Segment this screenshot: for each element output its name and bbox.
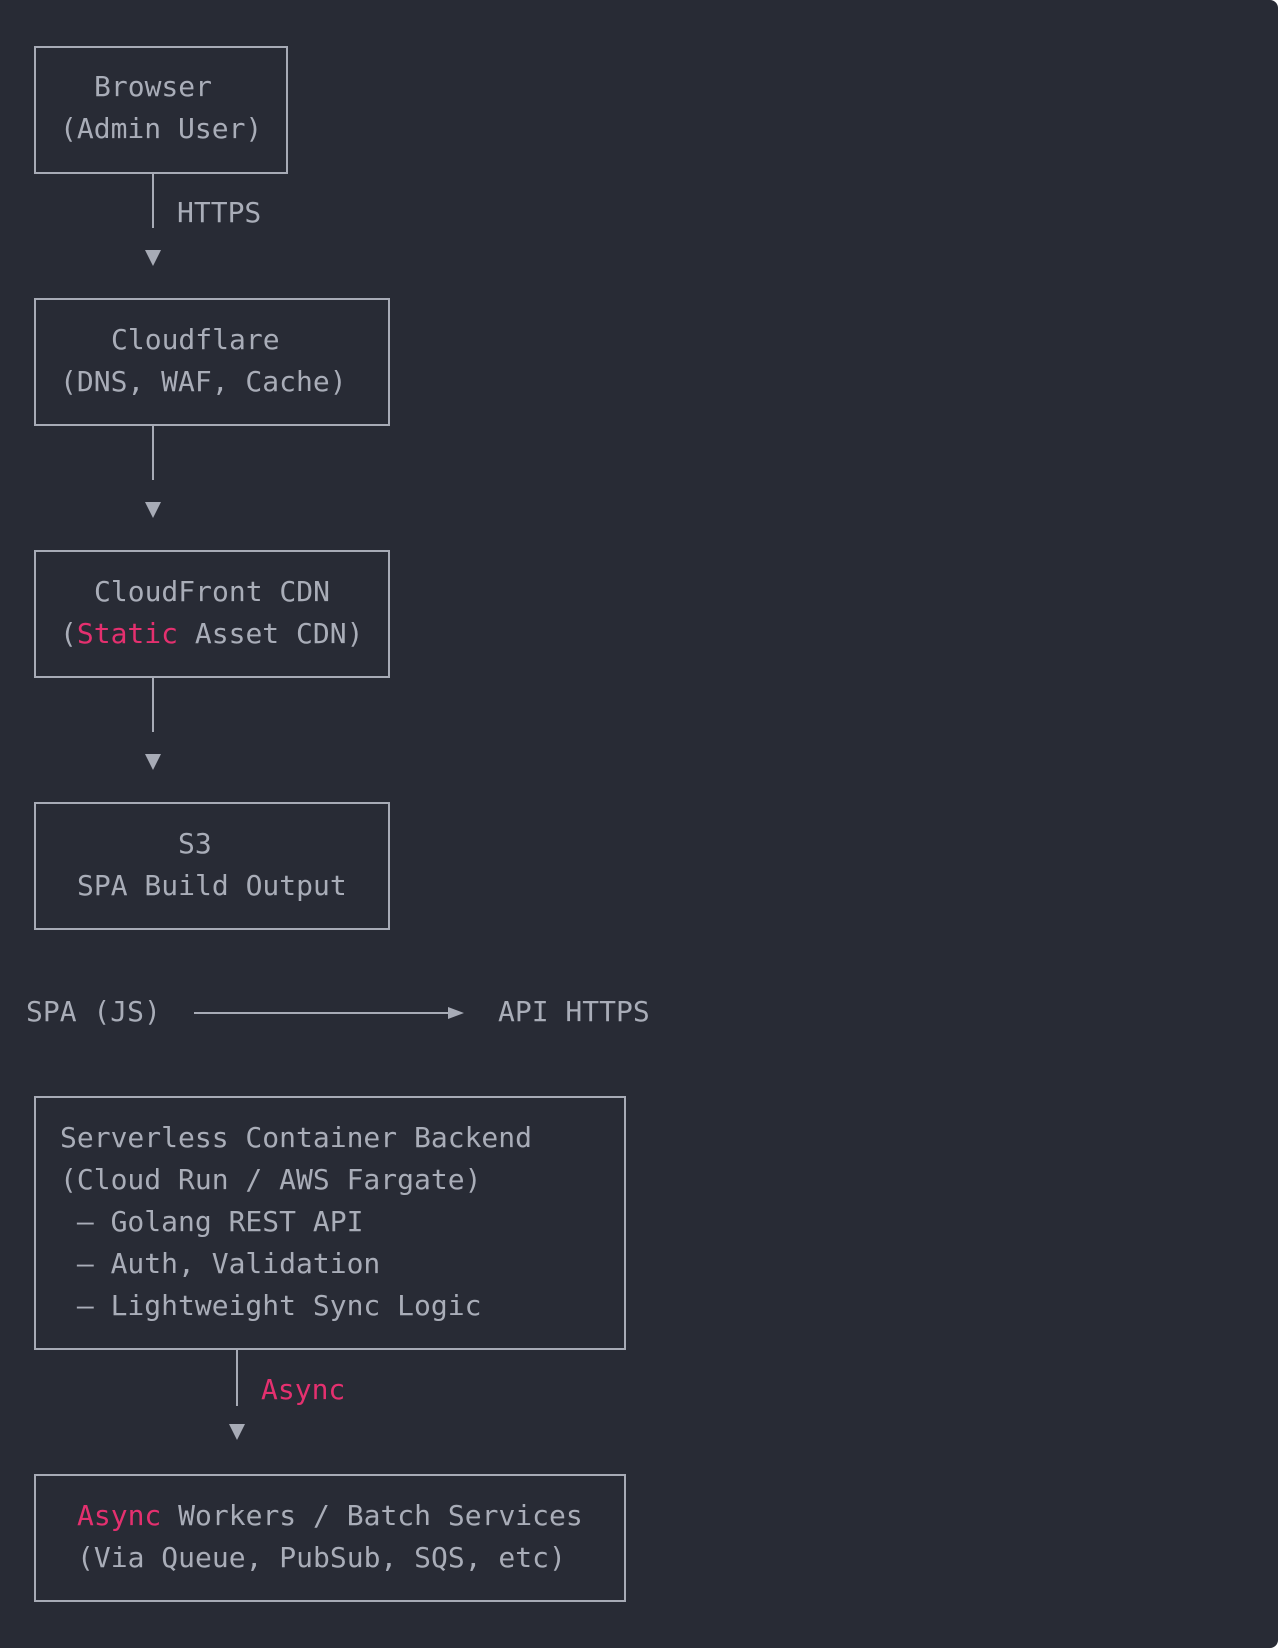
edge-label-async: Async	[261, 1373, 346, 1406]
backend-line-3: – Golang REST API	[60, 1205, 364, 1238]
backend-line-4: – Auth, Validation	[60, 1247, 381, 1280]
edge-cloudflare-cloudfront	[152, 426, 154, 480]
cloudflare-node	[34, 298, 390, 426]
browser-title: Browser	[94, 70, 213, 103]
cloudfront-subtitle: (Static Asset CDN)	[60, 617, 364, 650]
workers-line-1: Async Workers / Batch Services	[77, 1499, 583, 1532]
backend-line-5: – Lightweight Sync Logic	[60, 1289, 482, 1322]
backend-line-2: (Cloud Run / AWS Fargate)	[60, 1163, 482, 1196]
edge-backend-workers	[236, 1350, 238, 1406]
browser-node	[34, 46, 288, 174]
cloudfront-title: CloudFront CDN	[94, 575, 331, 608]
workers-line-2: (Via Queue, PubSub, SQS, etc)	[77, 1541, 566, 1574]
arrowhead-icon	[145, 502, 161, 518]
browser-subtitle: (Admin User)	[60, 112, 263, 145]
backend-node	[34, 1096, 626, 1350]
static-accent-text: Static	[76, 617, 179, 650]
edge-spa-api	[194, 1012, 450, 1014]
api-target-label: API HTTPS	[498, 995, 650, 1028]
edge-cloudfront-s3	[152, 678, 154, 732]
s3-node	[34, 802, 390, 930]
s3-title: S3	[178, 827, 212, 860]
cloudflare-title: Cloudflare	[111, 323, 280, 356]
s3-subtitle: SPA Build Output	[77, 869, 347, 902]
cloudflare-subtitle: (DNS, WAF, Cache)	[60, 365, 347, 398]
async-accent-text: Async	[77, 1499, 162, 1532]
arrowhead-icon	[448, 1007, 464, 1019]
arrowhead-icon	[145, 754, 161, 770]
backend-line-1: Serverless Container Backend	[60, 1121, 533, 1154]
workers-node	[34, 1474, 626, 1602]
arrowhead-icon	[145, 250, 161, 266]
arrowhead-icon	[229, 1424, 245, 1440]
cloudfront-node	[34, 550, 390, 678]
edge-browser-cloudflare	[152, 174, 154, 228]
spa-source-label: SPA (JS)	[26, 995, 161, 1028]
edge-label-https: HTTPS	[177, 196, 262, 229]
